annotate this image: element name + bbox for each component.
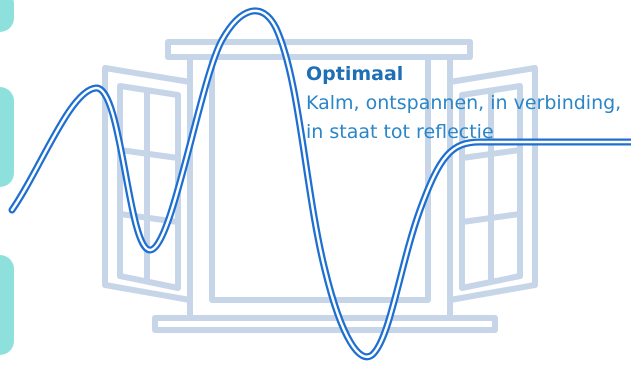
side-tab-bottom	[0, 255, 14, 355]
side-tab-top	[0, 0, 14, 32]
zone-description-line-1: Kalm, ontspannen, in verbinding,	[306, 92, 622, 114]
zone-title: Optimaal	[306, 63, 404, 85]
side-tab-middle	[0, 87, 14, 187]
zone-caption: Optimaal Kalm, ontspannen, in verbinding…	[306, 60, 621, 147]
side-tabs	[0, 0, 14, 355]
arousal-wave-line	[8, 7, 631, 361]
zone-description-line-2: in staat tot reflectie	[306, 121, 494, 143]
